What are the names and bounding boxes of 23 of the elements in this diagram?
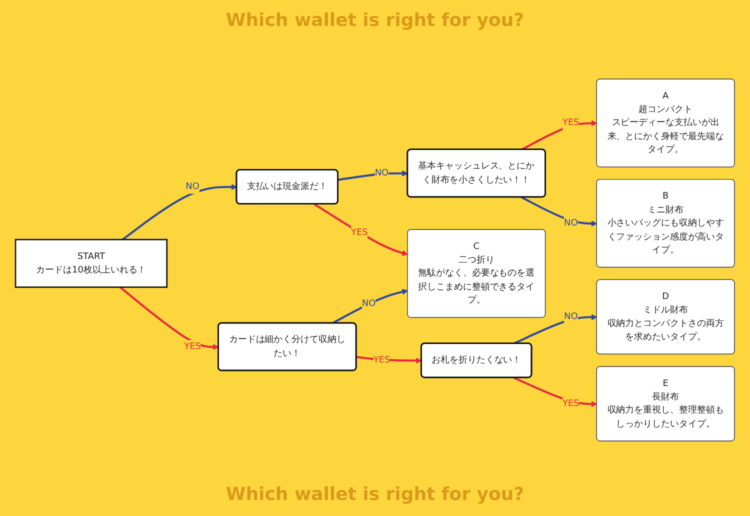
arrow bbox=[119, 286, 219, 350]
node-box: START カードは10枚以上いれる！ bbox=[14, 238, 168, 288]
arrow bbox=[513, 314, 598, 345]
arrow bbox=[513, 376, 598, 408]
arrow bbox=[338, 170, 408, 181]
title: Which wallet is right for you? bbox=[226, 10, 524, 31]
edge-label: NO bbox=[374, 168, 389, 178]
arrow bbox=[521, 120, 598, 151]
edge-label: YES bbox=[351, 227, 368, 238]
edge-label: NO bbox=[564, 218, 578, 228]
edge-label: NO bbox=[186, 181, 200, 192]
arrow bbox=[122, 184, 238, 240]
edge-label: YES bbox=[184, 341, 201, 352]
edge-label: YES bbox=[562, 398, 580, 409]
edge-label: NO bbox=[564, 312, 578, 322]
arrow bbox=[521, 196, 598, 227]
arrow bbox=[356, 356, 422, 364]
edge-label: NO bbox=[362, 298, 376, 309]
edge-label: YES bbox=[562, 118, 580, 128]
edge-label: YES bbox=[373, 354, 390, 366]
arrow bbox=[332, 288, 408, 324]
footer-heading: Which wallet is right for you? bbox=[226, 484, 524, 505]
arrow bbox=[314, 203, 408, 256]
